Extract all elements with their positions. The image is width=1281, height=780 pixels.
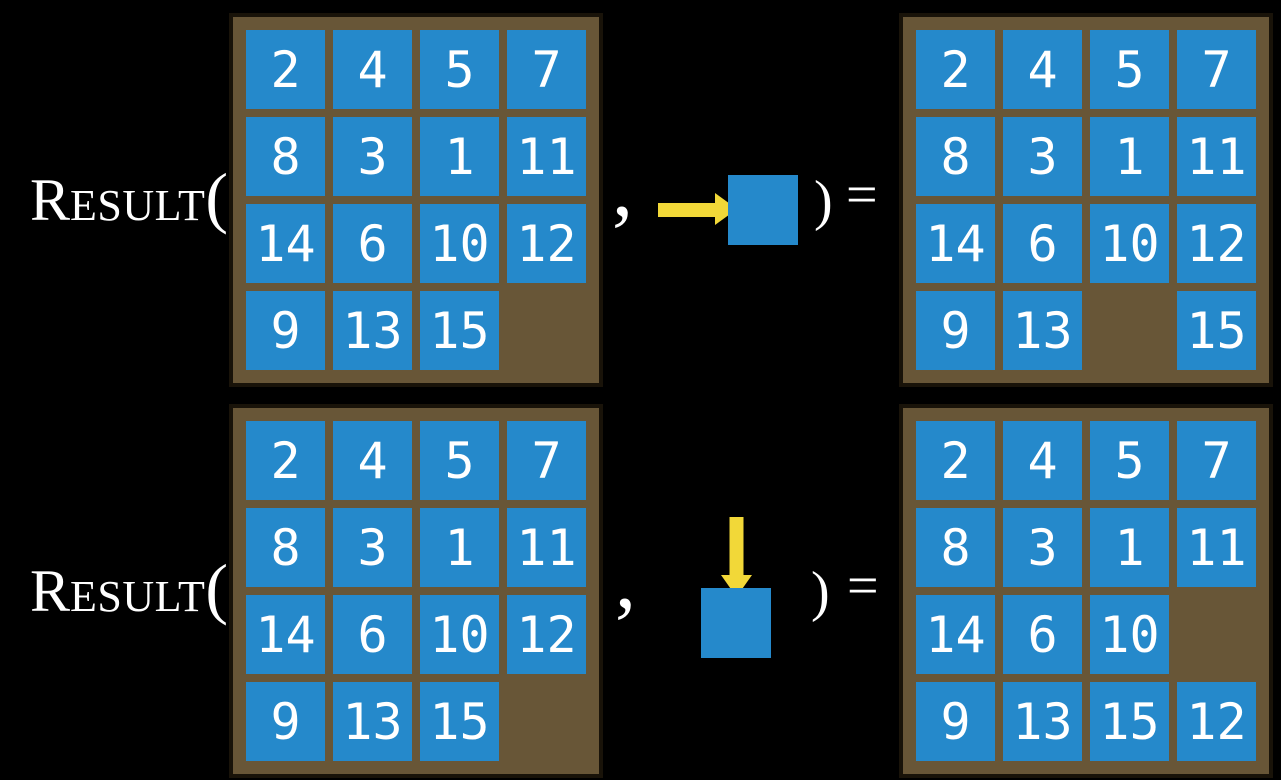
puzzle-tile: 4 (333, 30, 412, 109)
equals-sign-2: = (847, 555, 879, 617)
puzzle-tile: 4 (333, 421, 412, 500)
comma-separator-1: , (612, 141, 633, 234)
comma-separator-2: , (615, 533, 636, 626)
puzzle-tile: 12 (507, 204, 586, 283)
puzzle-tile: 13 (333, 291, 412, 370)
function-name-initial: R (30, 558, 71, 624)
puzzle-tile: 6 (1003, 595, 1082, 674)
puzzle-tile: 8 (916, 508, 995, 587)
puzzle-tile: 13 (333, 682, 412, 761)
function-name-rest: ESULT (70, 572, 206, 621)
puzzle-tile: 13 (1003, 291, 1082, 370)
action-tile-1 (728, 175, 798, 245)
puzzle-tile: 13 (1003, 682, 1082, 761)
equals-sign-1: = (846, 164, 878, 226)
puzzle-tile: 3 (333, 508, 412, 587)
puzzle-tile: 3 (1003, 117, 1082, 196)
puzzle-tile: 1 (420, 117, 499, 196)
puzzle-tile: 14 (246, 595, 325, 674)
puzzle-tile: 5 (1090, 30, 1169, 109)
puzzle-tile: 5 (1090, 421, 1169, 500)
puzzle-tile: 11 (1177, 508, 1256, 587)
puzzle-tile: 4 (1003, 421, 1082, 500)
puzzle-tile: 11 (1177, 117, 1256, 196)
puzzle-tile: 7 (507, 421, 586, 500)
puzzle-tile: 14 (916, 204, 995, 283)
function-name-rest: ESULT (70, 181, 206, 230)
puzzle-tile: 9 (916, 291, 995, 370)
puzzle-tile: 5 (420, 30, 499, 109)
puzzle-tile: 9 (916, 682, 995, 761)
puzzle-tile: 2 (916, 30, 995, 109)
puzzle-tile: 4 (1003, 30, 1082, 109)
puzzle-tile: 9 (246, 291, 325, 370)
puzzle-tile: 15 (420, 682, 499, 761)
puzzle-tile: 7 (1177, 30, 1256, 109)
puzzle-tile: 10 (1090, 595, 1169, 674)
puzzle-tile: 1 (1090, 117, 1169, 196)
close-paren-1: ) (814, 170, 833, 232)
puzzle-tile: 15 (420, 291, 499, 370)
puzzle-tile: 8 (246, 508, 325, 587)
puzzle-tile: 7 (507, 30, 586, 109)
puzzle-tile: 2 (916, 421, 995, 500)
empty-cell (1090, 291, 1169, 370)
right-arrow-icon (658, 192, 738, 226)
puzzle-tile: 10 (420, 204, 499, 283)
puzzle-tile: 1 (1090, 508, 1169, 587)
function-name-initial: R (30, 167, 71, 233)
puzzle-tile: 14 (916, 595, 995, 674)
puzzle-tile: 15 (1090, 682, 1169, 761)
down-arrow-icon (721, 517, 752, 598)
puzzle-tile: 6 (1003, 204, 1082, 283)
open-paren-1: ( (205, 159, 229, 235)
puzzle-tile: 8 (916, 117, 995, 196)
puzzle-tile: 3 (333, 117, 412, 196)
puzzle-tile: 11 (507, 117, 586, 196)
puzzle-tile: 2 (246, 30, 325, 109)
puzzle-tile: 3 (1003, 508, 1082, 587)
puzzle-tile: 11 (507, 508, 586, 587)
open-paren-2: ( (205, 550, 229, 626)
puzzle-tile: 14 (246, 204, 325, 283)
puzzle-tile: 7 (1177, 421, 1256, 500)
empty-cell (507, 682, 586, 761)
empty-cell (1177, 595, 1256, 674)
puzzle-tile: 12 (507, 595, 586, 674)
action-tile-2 (701, 588, 771, 658)
puzzle-tile: 10 (420, 595, 499, 674)
puzzle-tile: 12 (1177, 682, 1256, 761)
puzzle-tile: 12 (1177, 204, 1256, 283)
puzzle-tile: 10 (1090, 204, 1169, 283)
puzzle-tile: 6 (333, 204, 412, 283)
puzzle-tile: 1 (420, 508, 499, 587)
empty-cell (507, 291, 586, 370)
puzzle-tile: 15 (1177, 291, 1256, 370)
puzzle-tile: 9 (246, 682, 325, 761)
puzzle-tile: 6 (333, 595, 412, 674)
puzzle-tile: 5 (420, 421, 499, 500)
puzzle-tile: 2 (246, 421, 325, 500)
puzzle-tile: 8 (246, 117, 325, 196)
close-paren-2: ) (811, 561, 830, 623)
